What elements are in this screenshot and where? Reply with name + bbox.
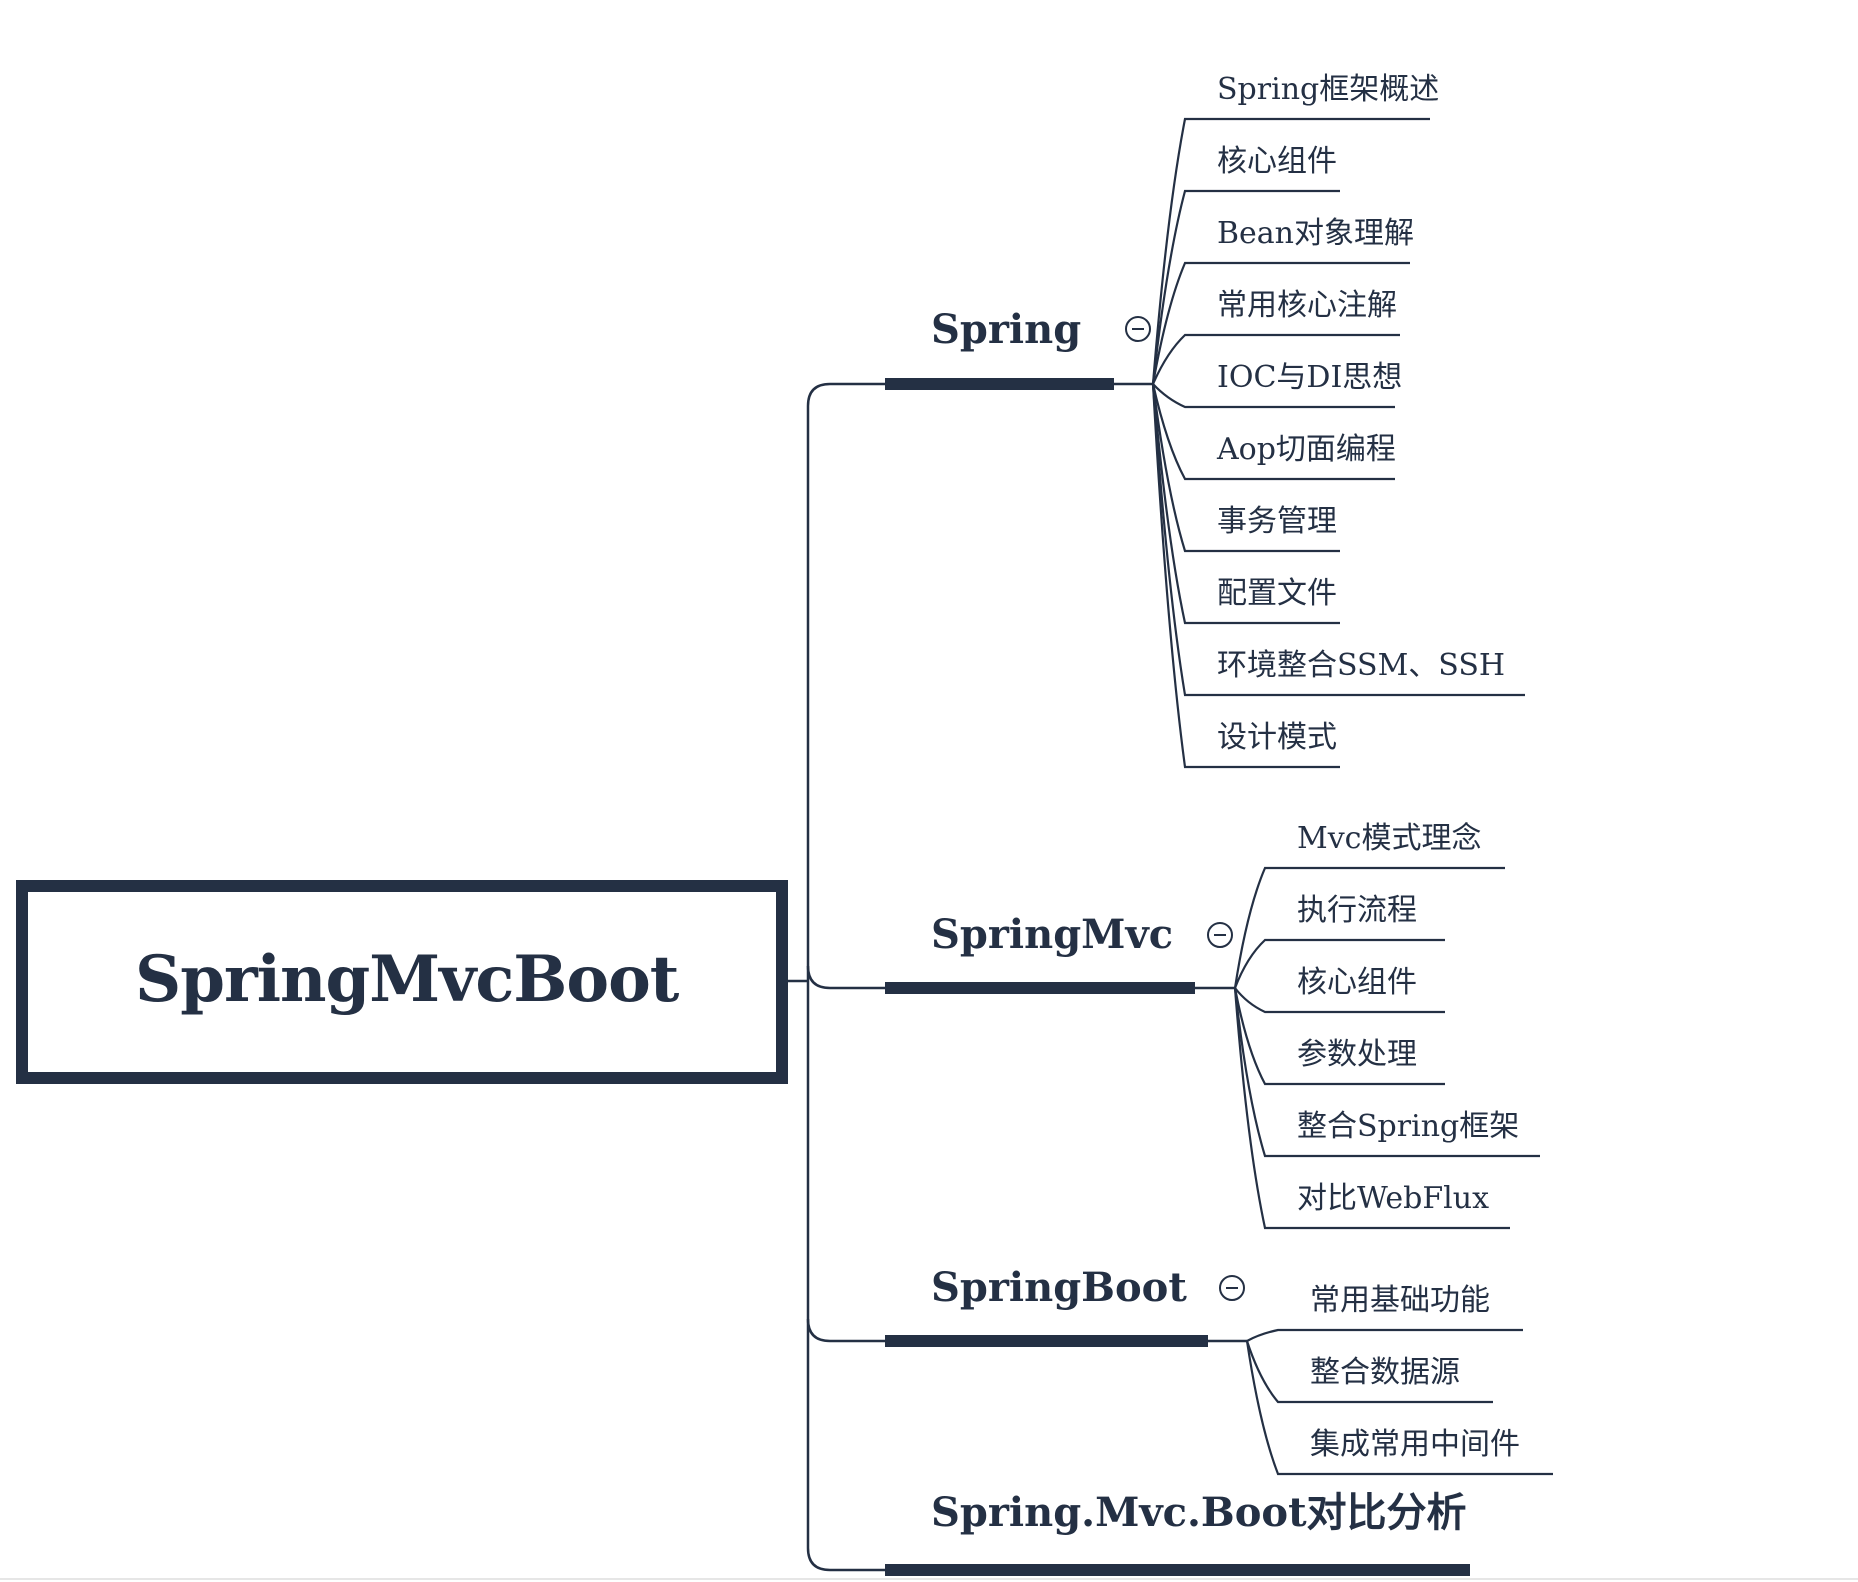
bottom-divider [0, 1578, 1858, 1580]
branch-underline-spring [885, 378, 1114, 390]
leaf-label-springmvc-5[interactable]: 对比WebFlux [1297, 1181, 1489, 1216]
leaf-label-springmvc-1[interactable]: 执行流程 [1297, 893, 1417, 928]
collapse-toggle-springmvc-icon[interactable] [1207, 922, 1233, 948]
collapse-toggle-spring-icon[interactable] [1125, 316, 1151, 342]
leaf-connector-springboot-1 [1245, 1340, 1493, 1404]
branch-label-spring-mvc-boot[interactable]: Spring.Mvc.Boot对比分析 [931, 1489, 1467, 1536]
leaf-label-spring-7[interactable]: 配置文件 [1217, 576, 1337, 611]
branch-connector-springmvc [806, 965, 885, 990]
leaf-label-springboot-0[interactable]: 常用基础功能 [1310, 1283, 1490, 1318]
branch-label-springboot[interactable]: SpringBoot [931, 1264, 1187, 1311]
branch-underline-springmvc [885, 982, 1195, 994]
leaf-connector-spring-5 [1151, 383, 1395, 481]
leaf-label-spring-8[interactable]: 环境整合SSM、SSH [1217, 648, 1506, 683]
leaf-connector-springmvc-2 [1234, 987, 1445, 1014]
leaf-connector-springboot-0 [1246, 1328, 1523, 1342]
leaf-label-springmvc-3[interactable]: 参数处理 [1297, 1037, 1417, 1072]
branch-connector-springboot [806, 1318, 885, 1343]
leaf-label-spring-9[interactable]: 设计模式 [1217, 720, 1337, 755]
leaf-label-spring-3[interactable]: 常用核心注解 [1217, 288, 1397, 323]
branch-underline-spring-mvc-boot [885, 1564, 1470, 1576]
leaf-label-spring-1[interactable]: 核心组件 [1217, 144, 1337, 179]
root-node-box [16, 880, 788, 1084]
leaf-label-springmvc-2[interactable]: 核心组件 [1297, 965, 1417, 1000]
leaf-connector-springmvc-1 [1233, 938, 1445, 989]
leaf-connector-spring-0 [1151, 117, 1430, 385]
leaf-label-springmvc-4[interactable]: 整合Spring框架 [1297, 1109, 1520, 1144]
leaf-connector-springmvc-0 [1233, 866, 1505, 989]
root-node-label[interactable]: SpringMvcBoot [135, 942, 679, 1017]
collapse-toggle-springboot-icon[interactable] [1219, 1275, 1245, 1301]
leaf-connector-spring-6 [1151, 383, 1340, 553]
leaf-connector-springmvc-3 [1233, 987, 1445, 1086]
leaf-label-springmvc-0[interactable]: Mvc模式理念 [1297, 821, 1482, 856]
branch-underline-springboot [885, 1335, 1208, 1347]
leaf-connector-spring-1 [1151, 189, 1340, 385]
leaf-label-springboot-1[interactable]: 整合数据源 [1310, 1355, 1460, 1390]
leaf-connector-springboot-2 [1245, 1340, 1553, 1476]
leaf-connector-springmvc-5 [1233, 987, 1510, 1230]
branch-label-springmvc[interactable]: SpringMvc [931, 911, 1174, 958]
leaf-label-spring-5[interactable]: Aop切面编程 [1217, 432, 1396, 467]
leaf-connector-spring-4 [1152, 383, 1395, 409]
leaf-connector-spring-2 [1151, 261, 1410, 385]
leaf-label-spring-4[interactable]: IOC与DI思想 [1217, 360, 1403, 395]
leaf-label-springboot-2[interactable]: 集成常用中间件 [1310, 1427, 1520, 1462]
leaf-label-spring-2[interactable]: Bean对象理解 [1217, 216, 1415, 251]
leaf-connector-spring-3 [1151, 333, 1400, 385]
leaf-connector-spring-9 [1151, 383, 1340, 769]
main-trunk-line [806, 382, 885, 1572]
leaf-label-spring-6[interactable]: 事务管理 [1217, 504, 1337, 539]
leaf-label-spring-0[interactable]: Spring框架概述 [1217, 72, 1440, 107]
branch-label-spring[interactable]: Spring [931, 306, 1082, 353]
